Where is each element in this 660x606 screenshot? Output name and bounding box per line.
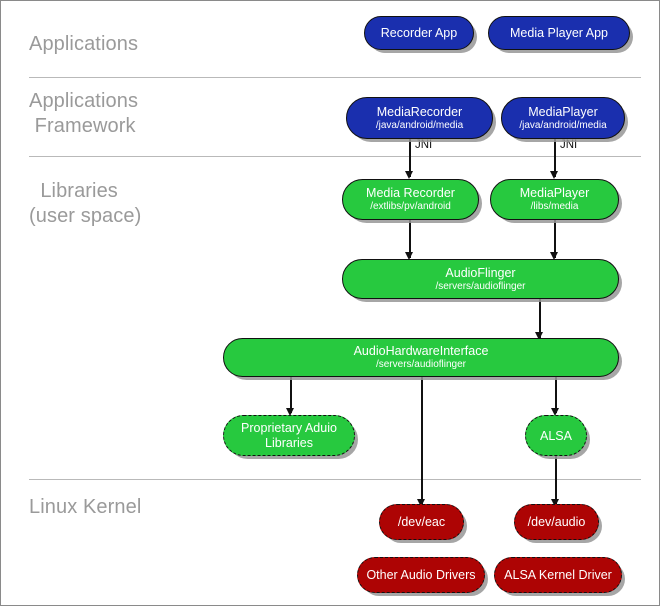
arrowhead-alsa-to-dev-audio	[551, 499, 559, 507]
edge-label-jni-right: JNI	[560, 139, 578, 151]
node-alsa[interactable]: ALSA	[525, 415, 587, 456]
node-media-recorder-library[interactable]: Media Recorder /extlibs/pv/android	[342, 179, 479, 220]
divider-applications	[29, 77, 641, 78]
node-recorder-app[interactable]: Recorder App	[364, 16, 474, 50]
node-subtitle: /extlibs/pv/android	[370, 201, 451, 213]
node-dev-audio[interactable]: /dev/audio	[514, 504, 599, 540]
node-subtitle: /libs/media	[530, 201, 579, 213]
node-audioflinger[interactable]: AudioFlinger /servers/audioflinger	[342, 259, 619, 299]
node-subtitle: /java/android/media	[519, 119, 607, 131]
node-title: MediaPlayer	[519, 186, 590, 201]
node-title: Recorder App	[380, 26, 458, 40]
edge-mediaplayerlib-to-audioflinger	[554, 220, 556, 258]
arrowhead-audioflinger-to-audiohardwareinterface	[535, 332, 543, 340]
edge-mediarecorder-to-lib	[409, 139, 411, 177]
node-subtitle: /servers/audioflinger	[375, 359, 467, 371]
layer-label-applications: Applications	[29, 33, 139, 55]
arrowhead-mediaplayer-to-lib	[550, 171, 558, 179]
edge-ahi-to-dev-eac	[421, 377, 423, 504]
edge-ahi-to-proprietary	[290, 377, 292, 413]
node-proprietary-audio-libraries[interactable]: Proprietary Aduio Libraries	[223, 415, 355, 456]
divider-framework	[29, 156, 641, 157]
divider-libraries	[29, 479, 641, 480]
node-media-player-app[interactable]: Media Player App	[488, 16, 630, 50]
node-title: ALSA	[540, 428, 572, 443]
node-title: /dev/eac	[397, 515, 446, 529]
arrowhead-ahi-to-dev-eac	[417, 499, 425, 507]
node-other-audio-drivers[interactable]: Other Audio Drivers	[357, 557, 485, 593]
node-title: Media Recorder	[366, 186, 455, 201]
node-alsa-kernel-driver[interactable]: ALSA Kernel Driver	[494, 557, 622, 593]
node-subtitle: /java/android/media	[375, 119, 464, 131]
node-title: MediaRecorder	[376, 104, 463, 119]
node-title: MediaPlayer	[528, 104, 598, 119]
edge-audioflinger-to-audiohardwareinterface	[539, 299, 541, 339]
node-title: AudioHardwareInterface	[353, 344, 489, 359]
edge-mediaplayer-to-lib	[554, 139, 556, 177]
layer-label-linux-kernel: Linux Kernel	[29, 496, 142, 518]
arrowhead-ahi-to-proprietary	[286, 408, 294, 416]
edge-label-jni-left: JNI	[415, 139, 433, 151]
node-title: Media Player App	[510, 26, 608, 40]
edge-mediarecorderlib-to-audioflinger	[409, 220, 411, 258]
node-title: ALSA Kernel Driver	[504, 568, 612, 582]
arrowhead-mediarecorderlib-to-audioflinger	[405, 252, 413, 260]
node-mediaplayer-framework[interactable]: MediaPlayer /java/android/media	[501, 97, 625, 139]
edge-alsa-to-dev-audio	[555, 456, 557, 504]
node-mediaplayer-library[interactable]: MediaPlayer /libs/media	[490, 179, 619, 220]
node-title: Other Audio Drivers	[366, 568, 476, 582]
node-title: Proprietary Aduio Libraries	[241, 421, 337, 450]
node-mediarecorder-framework[interactable]: MediaRecorder /java/android/media	[346, 97, 493, 139]
node-audiohardwareinterface[interactable]: AudioHardwareInterface /servers/audiofli…	[223, 338, 619, 377]
arrowhead-ahi-to-alsa	[551, 408, 559, 416]
arrowhead-mediarecorder-to-lib	[405, 171, 413, 179]
node-subtitle: /servers/audioflinger	[435, 280, 526, 292]
node-title: AudioFlinger	[445, 265, 516, 280]
arrowhead-mediaplayerlib-to-audioflinger	[550, 252, 558, 260]
layer-label-libraries: Libraries (user space)	[29, 180, 142, 227]
node-title: /dev/audio	[527, 515, 586, 529]
layer-label-applications-framework: Applications Framework	[29, 90, 139, 137]
edge-ahi-to-alsa	[555, 377, 557, 413]
node-dev-eac[interactable]: /dev/eac	[379, 504, 464, 540]
